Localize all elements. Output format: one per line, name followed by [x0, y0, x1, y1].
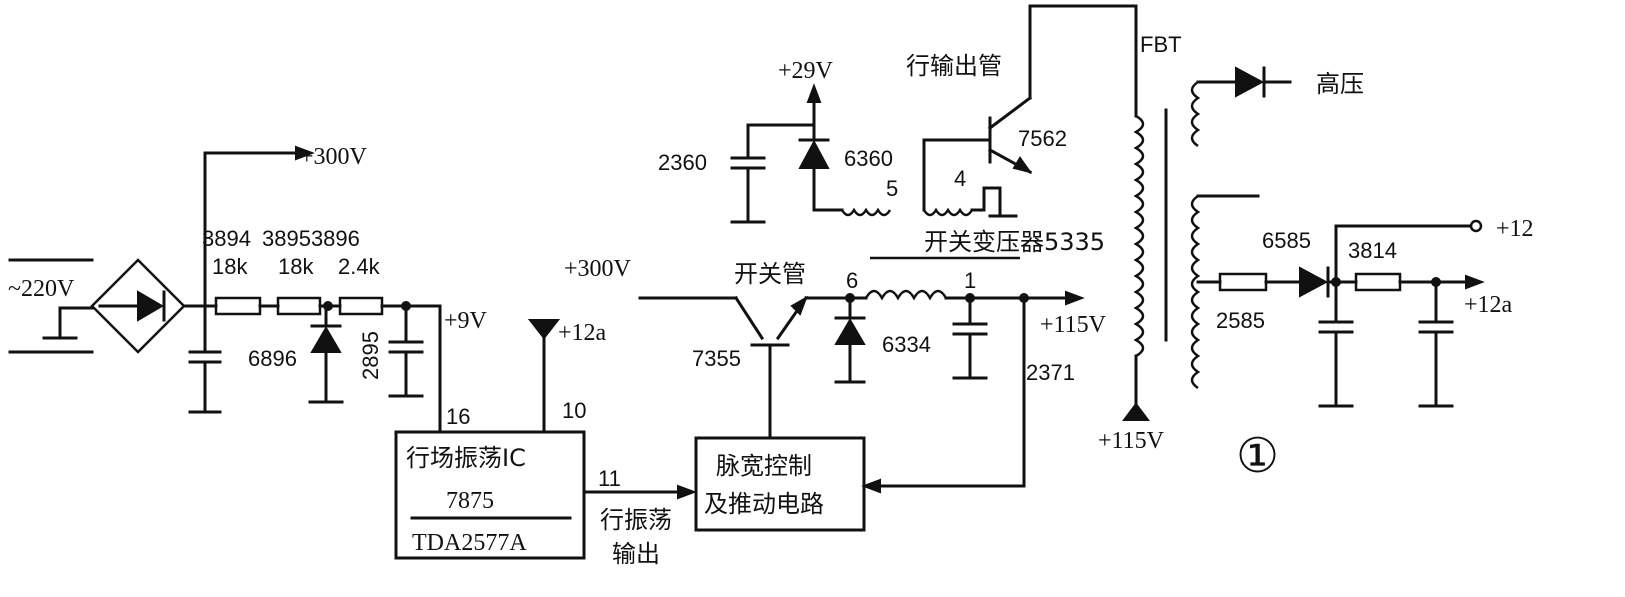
resistor-chain	[214, 296, 442, 316]
label-transformer: 开关变压器5335	[924, 228, 1105, 256]
pwm-title-1: 脉宽控制	[716, 452, 812, 480]
label-115v-fbt: +115V	[1098, 428, 1165, 454]
label-q7355: 7355	[692, 346, 741, 371]
label-r3814: 3814	[1348, 238, 1397, 263]
label-c2371: 2371	[1026, 360, 1075, 385]
label-ac-input: ~220V	[8, 276, 75, 302]
label-300v-mid: +300V	[564, 256, 632, 282]
label-r3894: 3894	[202, 226, 251, 251]
label-q7562: 7562	[1018, 126, 1067, 151]
label-c2360: 2360	[658, 150, 707, 175]
label-high-voltage: 高压	[1316, 70, 1364, 98]
diode-6334	[834, 296, 866, 384]
ic-part-number: 7875	[446, 488, 494, 514]
ic-title: 行场振荡IC	[406, 444, 526, 472]
switch-transistor	[638, 293, 855, 347]
label-pin6: 6	[846, 268, 858, 293]
supply-29v	[730, 83, 892, 224]
label-d6334: 6334	[882, 332, 931, 357]
wire-pin11	[582, 484, 697, 500]
label-pin10: 10	[562, 398, 586, 423]
pwm-title-2: 及推动电路	[704, 490, 824, 518]
label-300v-top: +300V	[300, 144, 368, 170]
label-pin4: 4	[954, 166, 966, 191]
wire-9v	[438, 304, 561, 434]
label-hosc-out-1: 行振荡	[600, 506, 672, 534]
label-12a-ic: +12a	[558, 320, 607, 346]
ic-model: TDA2577A	[412, 530, 527, 556]
label-pin11: 11	[598, 466, 621, 491]
output-transistor-7562	[987, 4, 1138, 175]
label-c2895: 2895	[358, 331, 383, 380]
label-12a-out: +12a	[1464, 292, 1513, 318]
label-fbt: FBT	[1140, 32, 1182, 57]
label-hosc-out-2: 输出	[612, 540, 660, 568]
label-12v: +12	[1496, 216, 1534, 242]
label-d6585: 6585	[1262, 228, 1311, 253]
fbt-primary	[1122, 4, 1168, 421]
label-r3895-r3896: 38953896	[262, 226, 360, 251]
figure-number: ①	[1236, 430, 1279, 483]
label-r3894-value: 18k	[212, 254, 248, 279]
label-d6896: 6896	[248, 346, 297, 371]
label-switch-tube: 开关管	[734, 260, 806, 288]
fbt-hv-secondary	[1190, 66, 1292, 148]
label-pin1: 1	[964, 268, 976, 293]
label-pin16: 16	[446, 404, 470, 429]
capacitor-2895	[388, 304, 424, 398]
label-29v: +29V	[778, 58, 834, 84]
ac-input	[8, 258, 94, 354]
zener-6896	[308, 304, 344, 404]
filter-capacitor	[188, 304, 222, 414]
label-d6360: 6360	[844, 146, 893, 171]
label-pin5: 5	[886, 176, 898, 201]
ic-box	[394, 430, 586, 560]
label-r2585: 2585	[1216, 308, 1265, 333]
rail-300v	[203, 145, 315, 308]
output-capacitor	[952, 296, 988, 380]
pwm-box	[694, 298, 1026, 532]
label-r3895-value: 18k	[278, 254, 314, 279]
label-h-output-tube: 行输出管	[906, 52, 1002, 80]
label-9v: +9V	[444, 308, 488, 334]
feedback-winding	[922, 138, 1018, 218]
label-115v-out: +115V	[1040, 312, 1107, 338]
bridge-rectifier	[90, 258, 218, 354]
fbt-lv-secondary	[1190, 194, 1485, 408]
label-r3896-value: 2.4k	[338, 254, 381, 279]
